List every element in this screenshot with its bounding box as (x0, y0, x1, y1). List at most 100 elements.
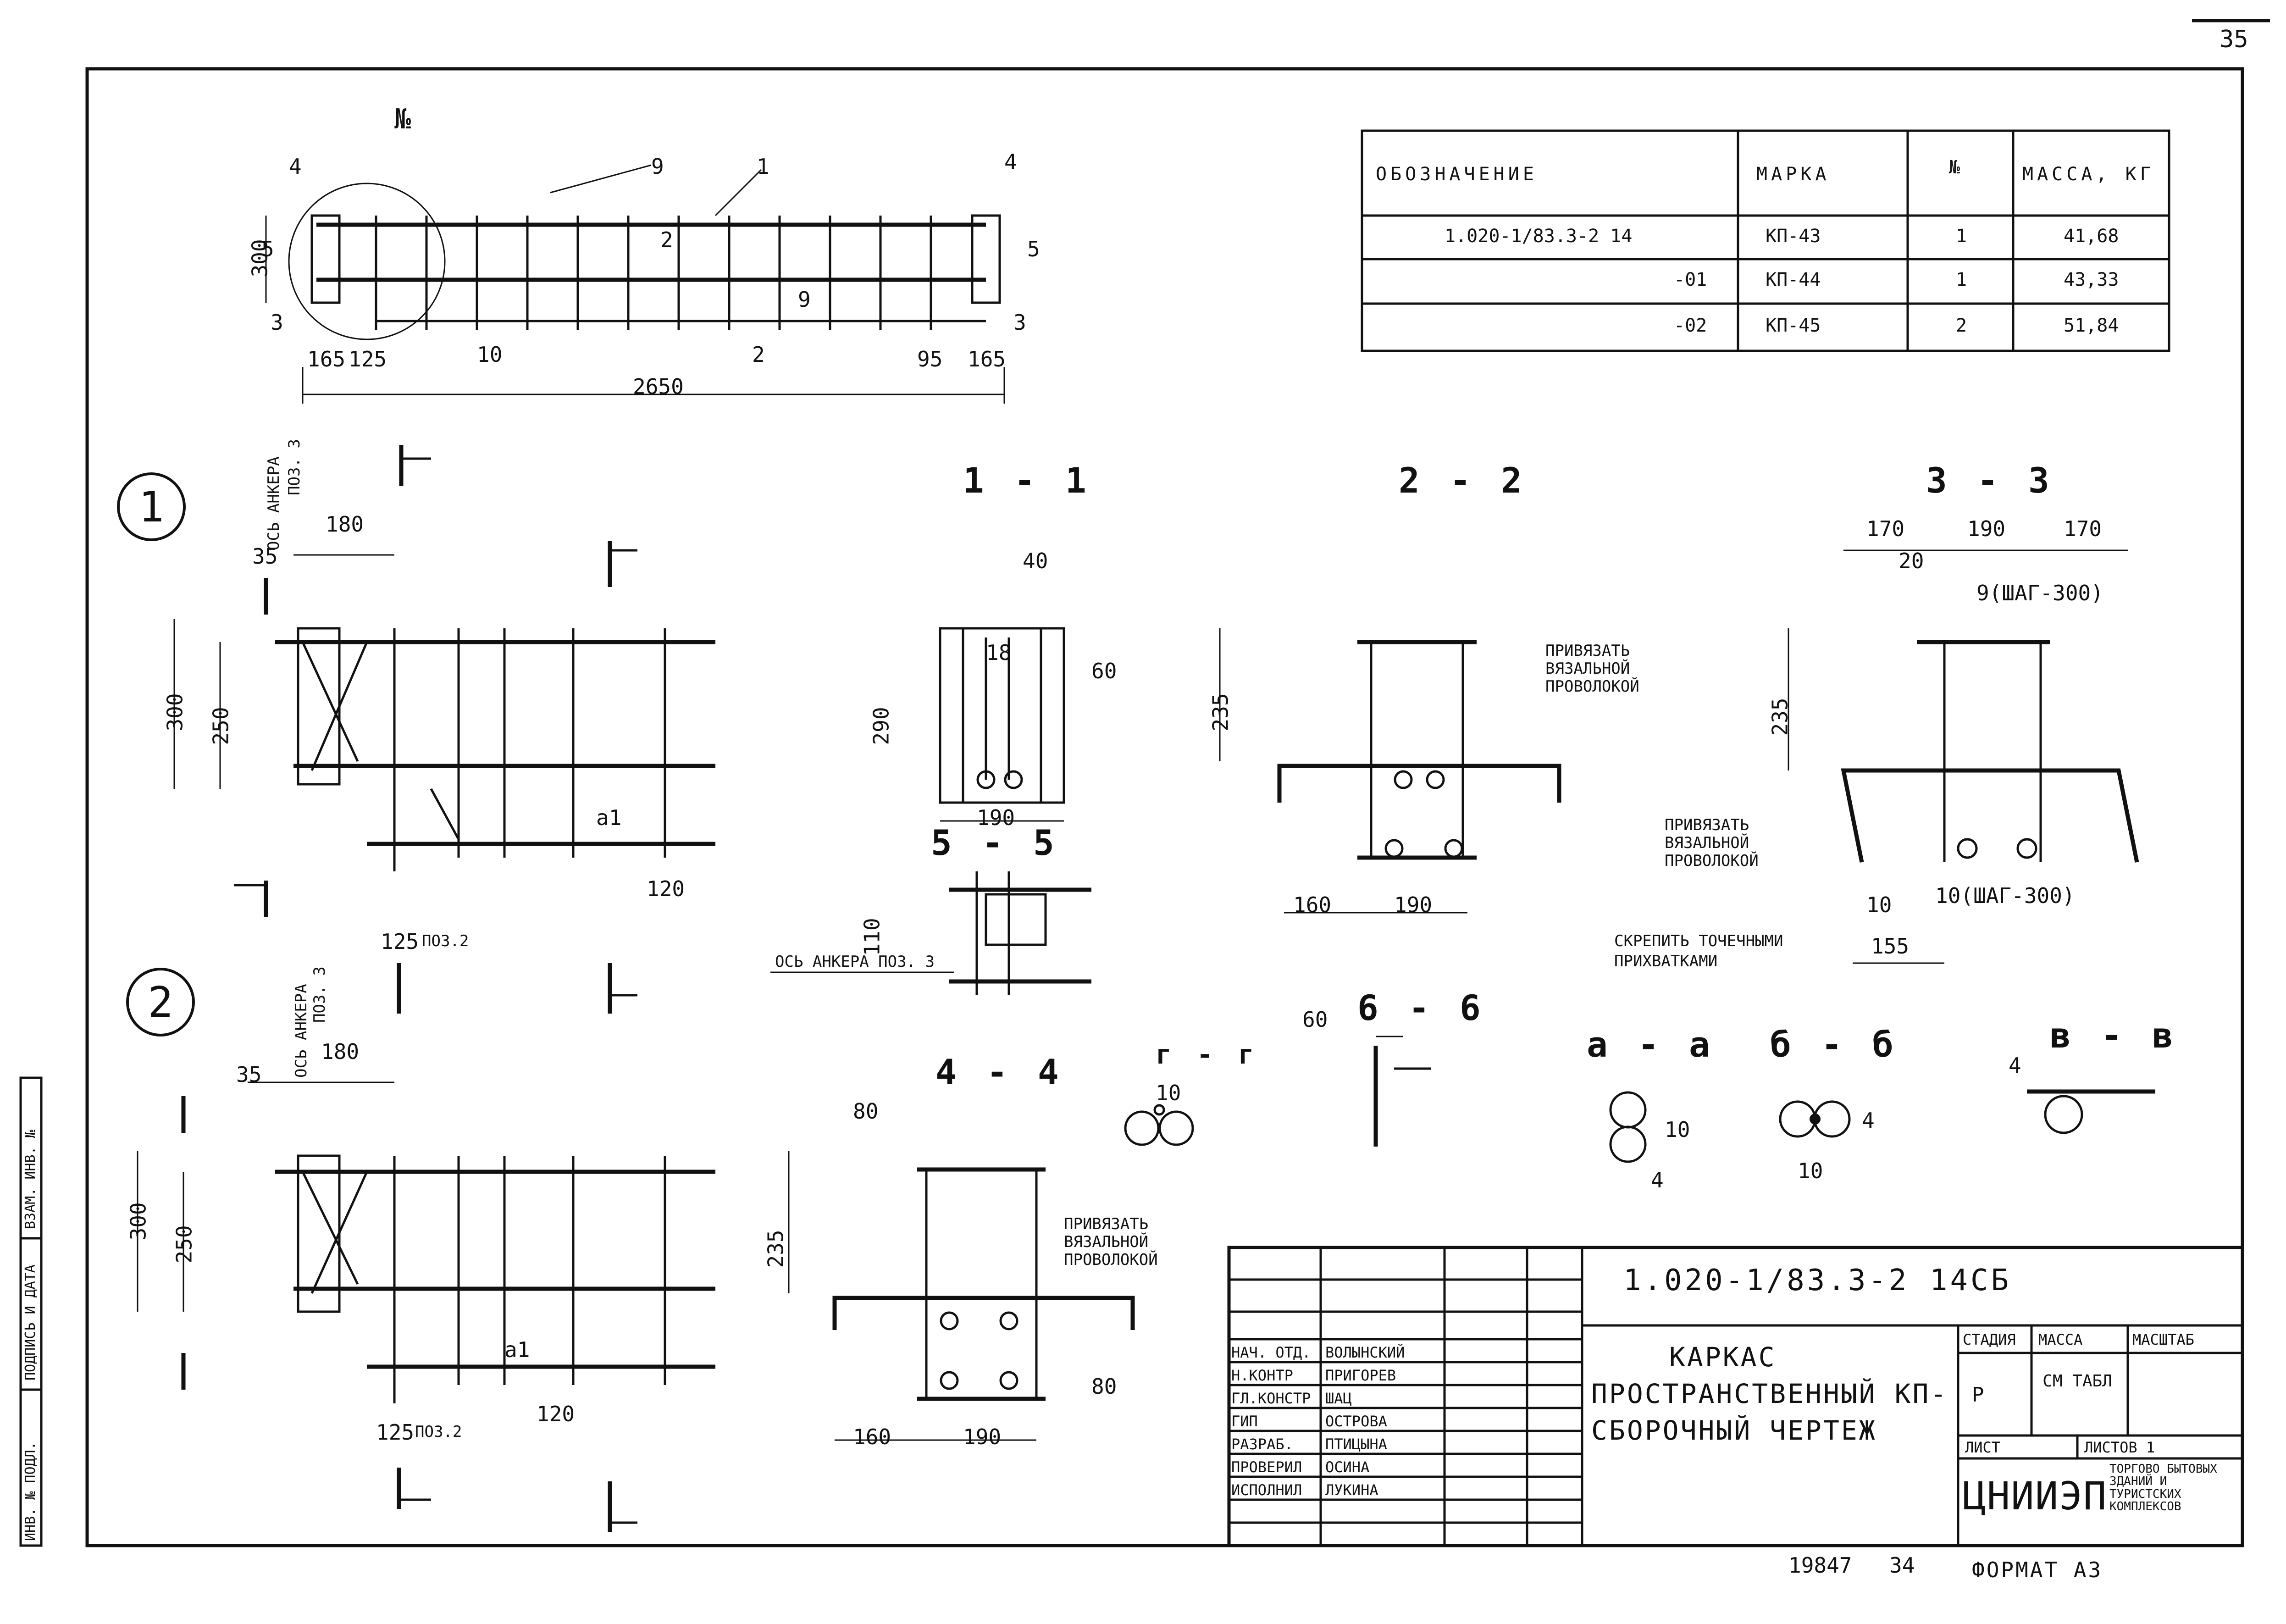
tb-mass-value: СМ ТАБЛ (2042, 1372, 2112, 1391)
spec-row-3-count: 2 (1956, 315, 1967, 336)
tb-name-2: ПРИГОРЕВ (1325, 1367, 1396, 1384)
elev1-pos2: ПОЗ.2 (422, 932, 469, 950)
tb-name-4: ОСТРОВА (1325, 1413, 1387, 1430)
elev1-anchor-pos: ПОЗ. 3 (285, 439, 304, 495)
tb-role-5: РАЗРАБ. (1231, 1436, 1293, 1453)
node-callout-circle (288, 183, 446, 340)
tb-role-4: ГИП (1231, 1413, 1258, 1430)
elev2-anchor-axis: ОСЬ АНКЕРА (292, 984, 310, 1078)
plan-pos-3-right: 3 (1013, 310, 1026, 335)
elevation-2 (137, 1081, 715, 1403)
spec-row-1-mark: КП-43 (1766, 226, 1821, 247)
plan-pos-9: 9 (651, 154, 664, 179)
tb-name-7: ЛУКИНА (1325, 1481, 1378, 1499)
tb-role-3: ГЛ.КОНСТР (1231, 1390, 1311, 1407)
s11-dim-60: 60 (1091, 659, 1117, 683)
plan-pos-3-left: 3 (271, 310, 283, 335)
s33-dim-190: 190 (1967, 516, 2006, 541)
section-title-v-v: в - в (2050, 1015, 2178, 1056)
sheet-frame (85, 67, 2244, 1547)
elev1-dim-120: 120 (647, 876, 685, 901)
tb-sheet-label: ЛИСТ (1965, 1439, 2001, 1456)
spec-row-1-designation: 1.020-1/83.3-2 14 (1445, 226, 1633, 247)
plan-node-mark: № (394, 103, 411, 135)
plan-dim-165-right: 165 (968, 347, 1006, 371)
saa-dim-4: 4 (1651, 1168, 1664, 1192)
tb-drawing-code: 1.020-1/83.3-2 14СБ (1623, 1264, 2012, 1297)
section-title-1-1: 1 - 1 (963, 460, 1091, 501)
section-title-2-2: 2 - 2 (1399, 460, 1527, 501)
section-v-v (2027, 1089, 2155, 1134)
tb-stage-label: СТАДИЯ (1963, 1331, 2016, 1348)
spec-row-2-count: 1 (1956, 269, 1967, 290)
elev2-anchor-pos: ПОЗ. 3 (310, 966, 329, 1023)
s22-dim-190: 190 (1394, 892, 1433, 917)
spec-row-2-mass: 43,33 (2064, 269, 2119, 290)
s44-dim-80-top: 80 (853, 1099, 879, 1124)
tb-stage-value: Р (1972, 1383, 1984, 1407)
spec-header-mass: МАССА, КГ (2022, 164, 2155, 185)
sgg-dim-10: 10 (1156, 1081, 1181, 1105)
tb-title-1: КАРКАС (1669, 1341, 1777, 1373)
section-a-a (1609, 1091, 1647, 1163)
section-2-2 (1219, 628, 1561, 914)
tb-role-1: НАЧ. ОТД. (1231, 1344, 1311, 1361)
s11-dim-40: 40 (1023, 549, 1048, 573)
footer-inv-number: 19847 (1788, 1553, 1852, 1578)
footer-format: ФОРМАТ А3 (1972, 1557, 2103, 1582)
sbb-dim-10: 10 (1798, 1158, 1823, 1183)
side-stamp-inv: ИНВ. № ПОДЛ. (22, 1441, 39, 1541)
sbb-dim-4: 4 (1862, 1108, 1875, 1133)
plan-pos-10: 10 (477, 342, 503, 367)
footer-page-number: 34 (1889, 1553, 1915, 1578)
s33-step-9: 9(ШАГ-300) (1976, 581, 2103, 605)
s44-tie-note: ПРИВЯЗАТЬ ВЯЗАЛЬНОЙ ПРОВОЛОКОЙ (1064, 1215, 1158, 1269)
section-title-6-6: 6 - 6 (1357, 987, 1485, 1028)
tb-name-6: ОСИНА (1325, 1458, 1370, 1476)
s33-tie-note: ПРИВЯЗАТЬ ВЯЗАЛЬНОЙ ПРОВОЛОКОЙ (1665, 816, 1759, 870)
section-g-g (1124, 1104, 1194, 1146)
s66-dim-60: 60 (1302, 1007, 1328, 1032)
spec-row-3-mark: КП-45 (1766, 315, 1821, 336)
section-title-3-3: 3 - 3 (1926, 460, 2054, 501)
tb-sheets-label: ЛИСТОВ 1 (2084, 1439, 2155, 1456)
tb-org-desc: ТОРГОВО БЫТОВЫХ ЗДАНИЙ И ТУРИСТСКИХ КОМП… (2109, 1462, 2217, 1513)
section-title-b-b: б - б (1770, 1024, 1898, 1065)
tb-mass-label: МАССА (2038, 1331, 2083, 1348)
s11-dim-18: 18 (986, 640, 1012, 665)
plan-pos-9-right: 9 (798, 287, 811, 312)
s33-dim-10: 10 (1866, 892, 1892, 917)
spec-table-grid (1361, 129, 2170, 352)
s11-dim-190: 190 (977, 805, 1015, 830)
plan-pos-4-left: 4 (289, 154, 302, 179)
side-stamp-replace: ВЗАМ. ИНВ. № (22, 1130, 39, 1229)
s33-dim-155: 155 (1871, 934, 1910, 959)
tb-name-1: ВОЛЫНСКИЙ (1325, 1344, 1405, 1361)
spec-row-3-designation: -02 (1674, 315, 1707, 336)
plan-dim-95: 95 (917, 347, 943, 371)
side-stamp-frame (19, 1076, 43, 1547)
tb-org-logo: ЦНИИЭП (1963, 1474, 2108, 1519)
tb-title-3: СБОРОЧНЫЙ ЧЕРТЕЖ (1591, 1415, 1877, 1446)
s44-dim-80-bottom: 80 (1091, 1374, 1117, 1399)
plan-pos-4-right: 4 (1004, 150, 1017, 174)
spec-row-1-mass: 41,68 (2064, 226, 2119, 247)
section-b-b (1779, 1100, 1851, 1138)
plan-pos-2-bottom: 2 (752, 342, 765, 367)
section-title-g-g: г - г (1156, 1039, 1259, 1070)
s33-dim-170-right: 170 (2064, 516, 2102, 541)
tb-role-7: ИСПОЛНИЛ (1231, 1481, 1302, 1499)
s33-step-10: 10(ШАГ-300) (1935, 883, 2075, 908)
s33-tack-note: СКРЕПИТЬ ТОЧЕЧНЫМИ ПРИХВАТКАМИ (1614, 932, 1783, 971)
s22-tie-note: ПРИВЯЗАТЬ ВЯЗАЛЬНОЙ ПРОВОЛОКОЙ (1545, 642, 1639, 696)
elev2-pos2: ПОЗ.2 (415, 1423, 462, 1441)
s33-dim-235: 235 (1767, 698, 1793, 736)
tb-role-2: Н.КОНТР (1231, 1367, 1293, 1384)
s55-anchor-axis: ОСЬ АНКЕРА ПОЗ. 3 (775, 953, 935, 971)
section-5-5 (770, 871, 1091, 995)
s33-dim-20: 20 (1899, 549, 1924, 573)
s44-dim-190: 190 (963, 1424, 1002, 1449)
section-6-6 (1373, 1036, 1431, 1147)
